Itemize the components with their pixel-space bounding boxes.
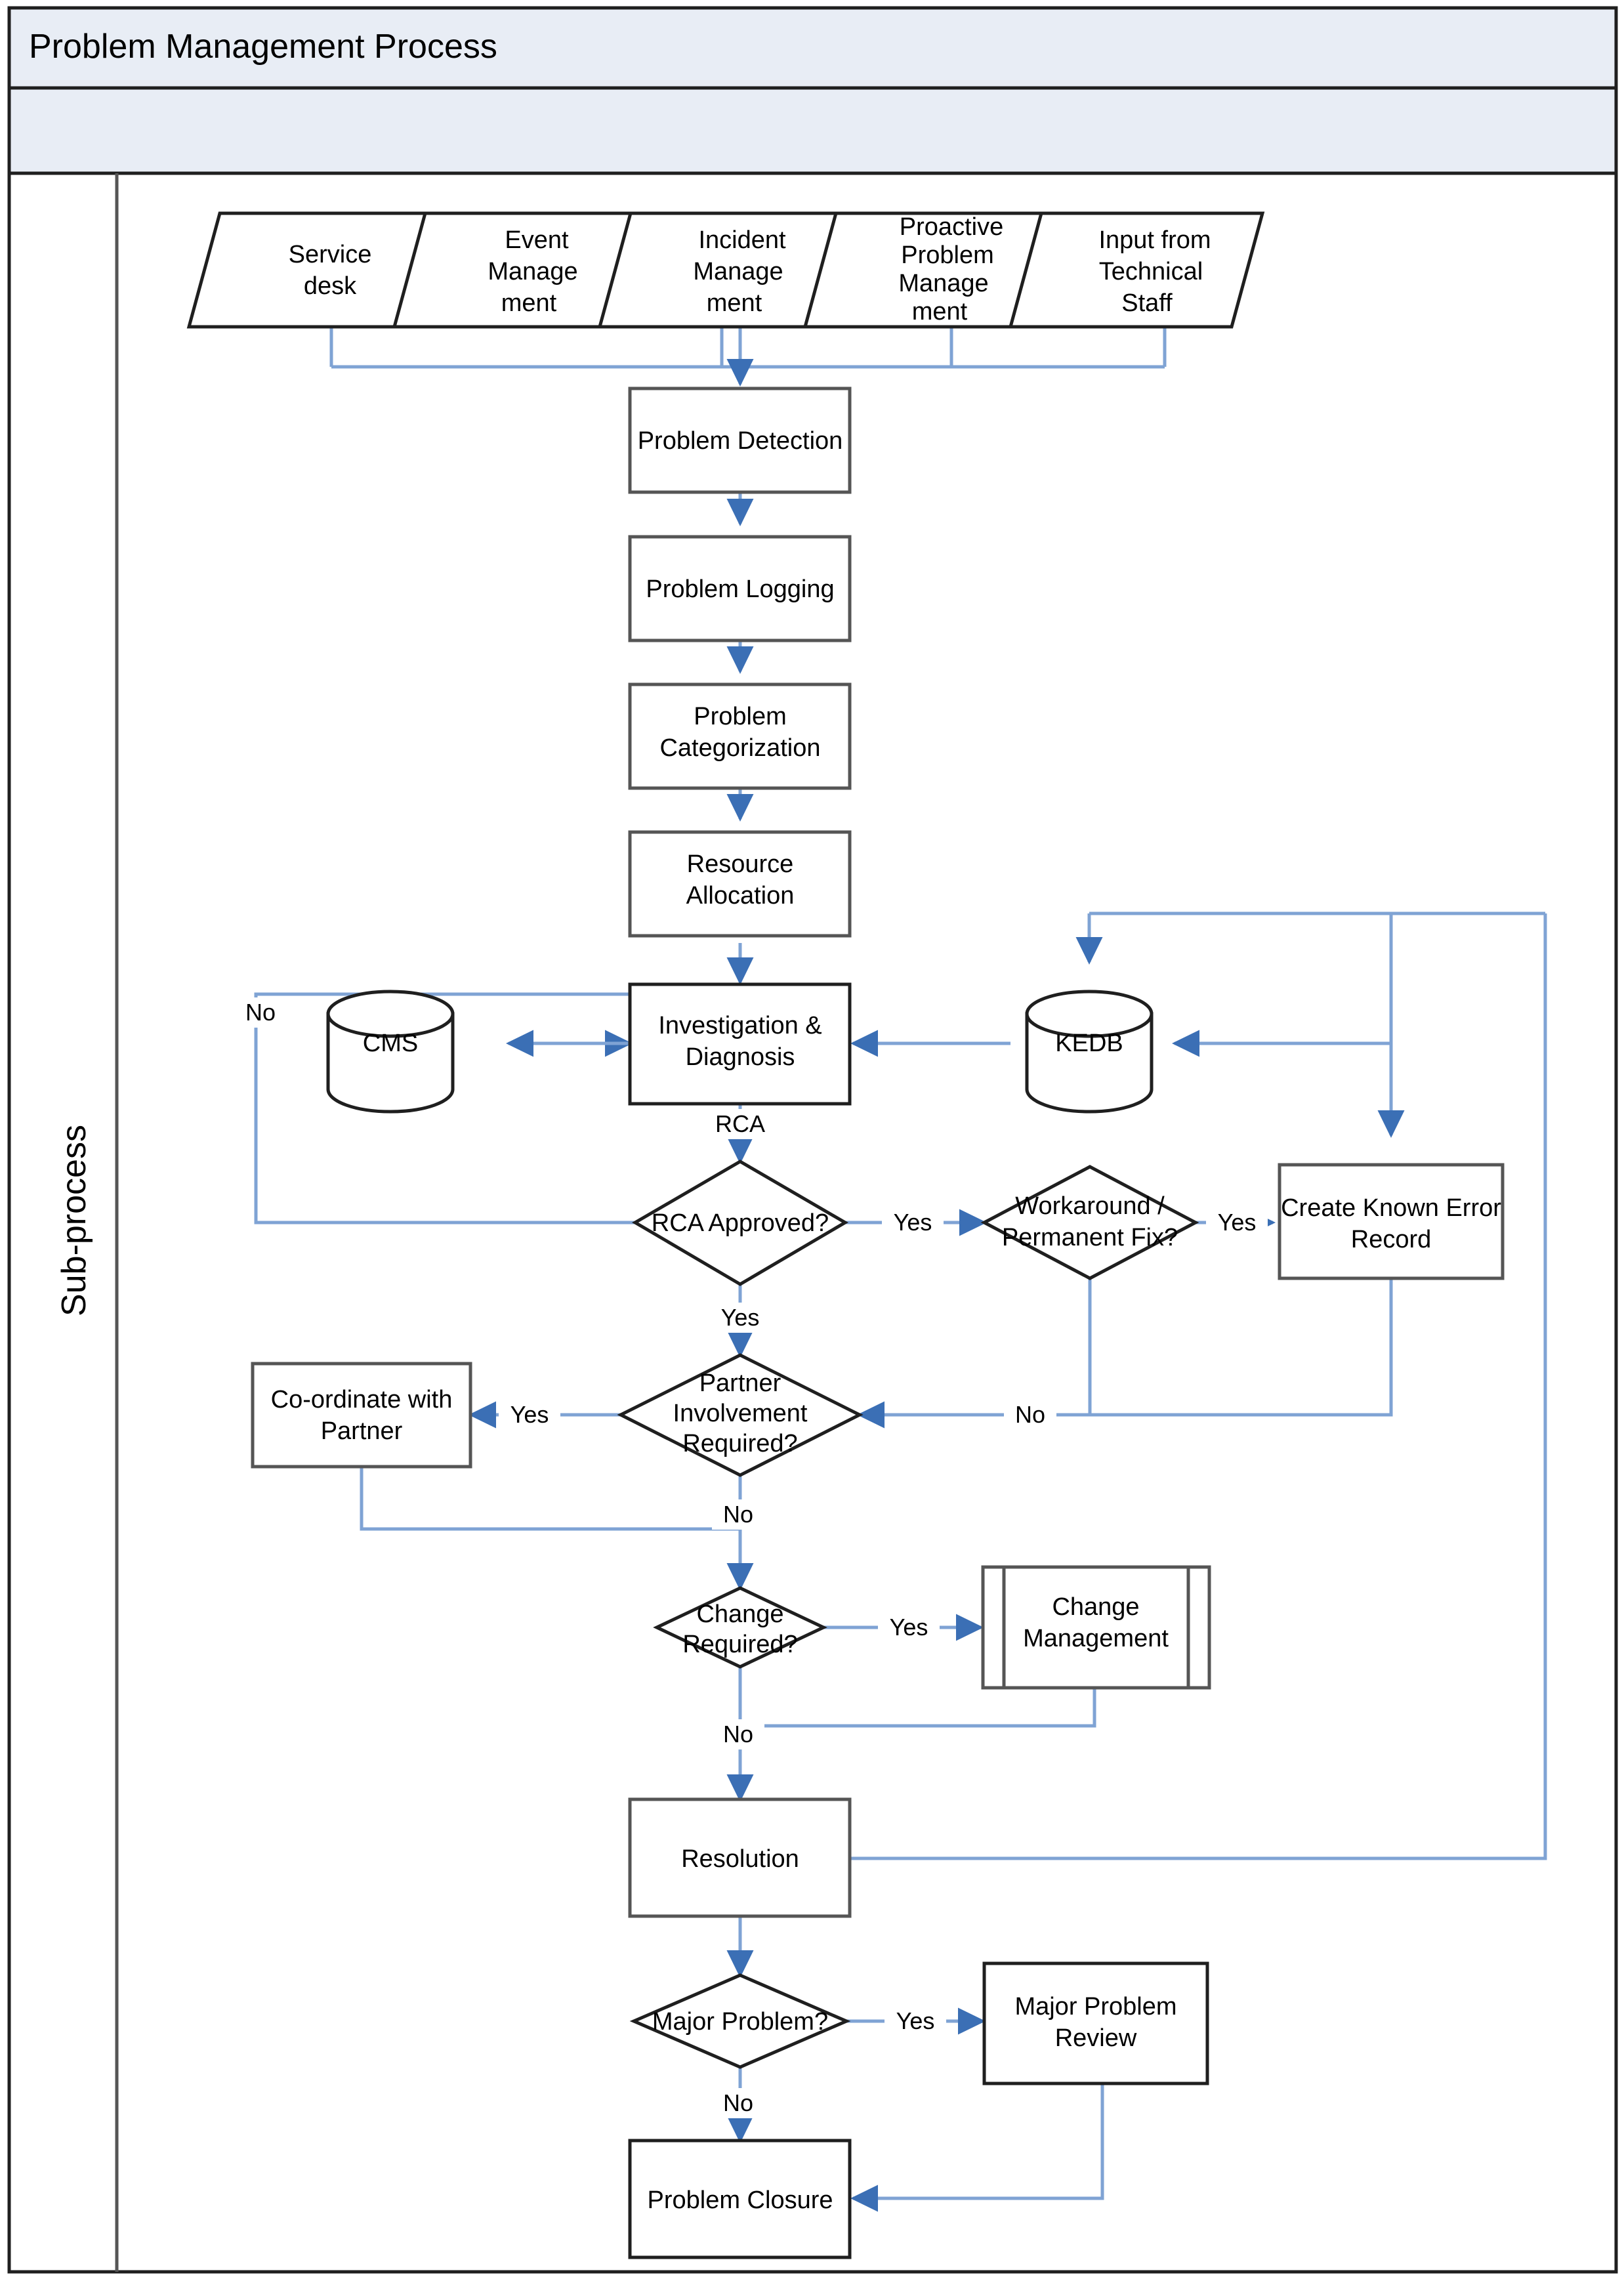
process-resolution-label: Resolution [681, 1845, 799, 1873]
edge-label-major-yes: Yes [896, 2007, 935, 2034]
input-tech-staff-line-2: Staff [1121, 289, 1173, 317]
decision-workaround-line-0: Workaround / [1015, 1192, 1165, 1220]
edge-label-partner-no: No [723, 1501, 753, 1528]
lane-label: Sub-process [55, 1125, 93, 1316]
process-ker-line-0: Create Known Error [1281, 1194, 1501, 1222]
process-coordinate-with-partner[interactable]: Co-ordinate with Partner [251, 1362, 472, 1469]
input-service-desk[interactable]: Service desk [186, 211, 444, 329]
edge-label-rca-no: No [245, 999, 276, 1026]
predefined-change-mgmt-line-1: Management [1023, 1625, 1169, 1652]
database-kedb[interactable]: KEDB [1025, 990, 1154, 1114]
process-coordinate-line-1: Partner [321, 1417, 403, 1445]
process-major-problem-review[interactable]: Major Problem Review [982, 1961, 1209, 2085]
edge-label-rca-yes-down: Yes [721, 1304, 760, 1331]
input-proactive-line-3: ment [912, 298, 968, 325]
decision-change-line-0: Change [696, 1601, 783, 1628]
decision-major-problem[interactable]: Major Problem? [629, 1973, 851, 2069]
process-problem-logging-label: Problem Logging [646, 575, 834, 603]
input-service-desk-line-1: desk [304, 272, 357, 300]
process-problem-logging[interactable]: Problem Logging [628, 535, 852, 642]
decision-partner-line-1: Involvement [673, 1400, 808, 1427]
input-service-desk-line-0: Service [289, 241, 372, 268]
edge-label-change-no: No [723, 1721, 753, 1747]
edge-coordinate-rejoin [360, 1467, 740, 1531]
edge-cm-rejoin [740, 1688, 1096, 1728]
decision-major-problem-label: Major Problem? [652, 2008, 828, 2036]
input-incident-management[interactable]: Incident Manage ment [597, 211, 854, 329]
decision-partner-line-2: Required? [682, 1430, 797, 1457]
decision-rca-approved[interactable]: RCA Approved? [632, 1160, 848, 1286]
decision-workaround-permanent-fix[interactable]: Workaround / Permanent Fix? [980, 1165, 1199, 1280]
edge-label-rca-yes-right: Yes [894, 1209, 932, 1236]
process-problem-closure[interactable]: Problem Closure [628, 2139, 852, 2259]
edge-label-workaround-yes: Yes [1218, 1209, 1257, 1236]
process-problem-detection[interactable]: Problem Detection [628, 387, 852, 494]
edge-review-closure [850, 2083, 1104, 2212]
decision-partner-line-0: Partner [699, 1370, 781, 1397]
input-technical-staff[interactable]: Input from Technical Staff [1008, 211, 1265, 329]
process-ker-line-1: Record [1351, 1226, 1432, 1253]
decision-rca-approved-label: RCA Approved? [652, 1209, 829, 1237]
process-investigation-diagnosis[interactable]: Investigation & Diagnosis [628, 982, 852, 1106]
input-proactive-problem-management[interactable]: Proactive Problem Manage ment [802, 211, 1060, 329]
input-proactive-line-2: Manage [898, 270, 988, 297]
process-major-review-line-0: Major Problem [1014, 1993, 1176, 2020]
input-tech-staff-line-0: Input from [1098, 226, 1211, 254]
decision-change-line-1: Required? [682, 1631, 797, 1658]
edge-label-major-no: No [723, 2089, 753, 2116]
process-resource-allocation-line-1: Allocation [686, 882, 795, 910]
input-event-management-line-2: ment [501, 289, 557, 317]
edge-resolution-to-rail [850, 913, 1547, 1860]
process-problem-categorization-line-1: Categorization [659, 734, 820, 762]
input-proactive-line-0: Proactive [900, 213, 1003, 241]
edge-label-change-yes: Yes [890, 1614, 928, 1641]
decision-partner-involvement-required[interactable]: Partner Involvement Required? [617, 1353, 864, 1477]
edge-label-partner-yes: Yes [510, 1401, 549, 1428]
edge-label-layer: RCA No Yes Yes Yes No Yes No Yes No Yes … [236, 997, 1268, 2118]
process-create-known-error-record[interactable]: Create Known Error Record [1278, 1163, 1505, 1280]
database-cms-label: CMS [363, 1030, 418, 1057]
predefined-change-mgmt-line-0: Change [1052, 1593, 1139, 1621]
subtitle-band [7, 86, 1618, 175]
input-incident-management-line-2: ment [707, 289, 762, 317]
process-resource-allocation-line-0: Resource [687, 850, 794, 878]
page-title: Problem Management Process [29, 28, 497, 66]
input-incident-management-line-0: Incident [698, 226, 786, 254]
edge-label-rca: RCA [715, 1110, 765, 1137]
input-event-management-line-0: Event [505, 226, 569, 254]
predefined-process-change-management[interactable]: Change Management [981, 1565, 1211, 1690]
process-investigation-line-1: Diagnosis [686, 1043, 795, 1071]
process-investigation-line-0: Investigation & [658, 1012, 822, 1039]
process-resolution[interactable]: Resolution [628, 1797, 852, 1918]
input-incident-management-line-1: Manage [693, 258, 783, 285]
process-problem-detection-label: Problem Detection [638, 427, 843, 455]
decision-workaround-line-1: Permanent Fix? [1002, 1224, 1178, 1251]
database-kedb-label: KEDB [1055, 1030, 1123, 1057]
process-problem-categorization-line-0: Problem [694, 703, 787, 730]
database-cms[interactable]: CMS [326, 990, 455, 1114]
process-coordinate-line-0: Co-ordinate with [271, 1386, 453, 1413]
process-major-review-line-1: Review [1055, 2024, 1137, 2052]
edge-rca-no-loop [254, 992, 727, 1224]
diagram-frame [7, 6, 1618, 2274]
input-tech-staff-line-1: Technical [1099, 258, 1203, 285]
process-problem-closure-label: Problem Closure [648, 2187, 833, 2214]
input-event-management-line-1: Manage [488, 258, 577, 285]
input-proactive-line-1: Problem [901, 241, 994, 269]
process-resource-allocation[interactable]: Resource Allocation [628, 830, 852, 938]
edge-label-workaround-no: No [1015, 1401, 1045, 1428]
decision-change-required[interactable]: Change Required? [653, 1586, 827, 1669]
input-shapes-group: Service desk Event Manage ment Incident … [186, 211, 1265, 329]
title-band [7, 6, 1618, 90]
process-problem-categorization[interactable]: Problem Categorization [628, 682, 852, 790]
